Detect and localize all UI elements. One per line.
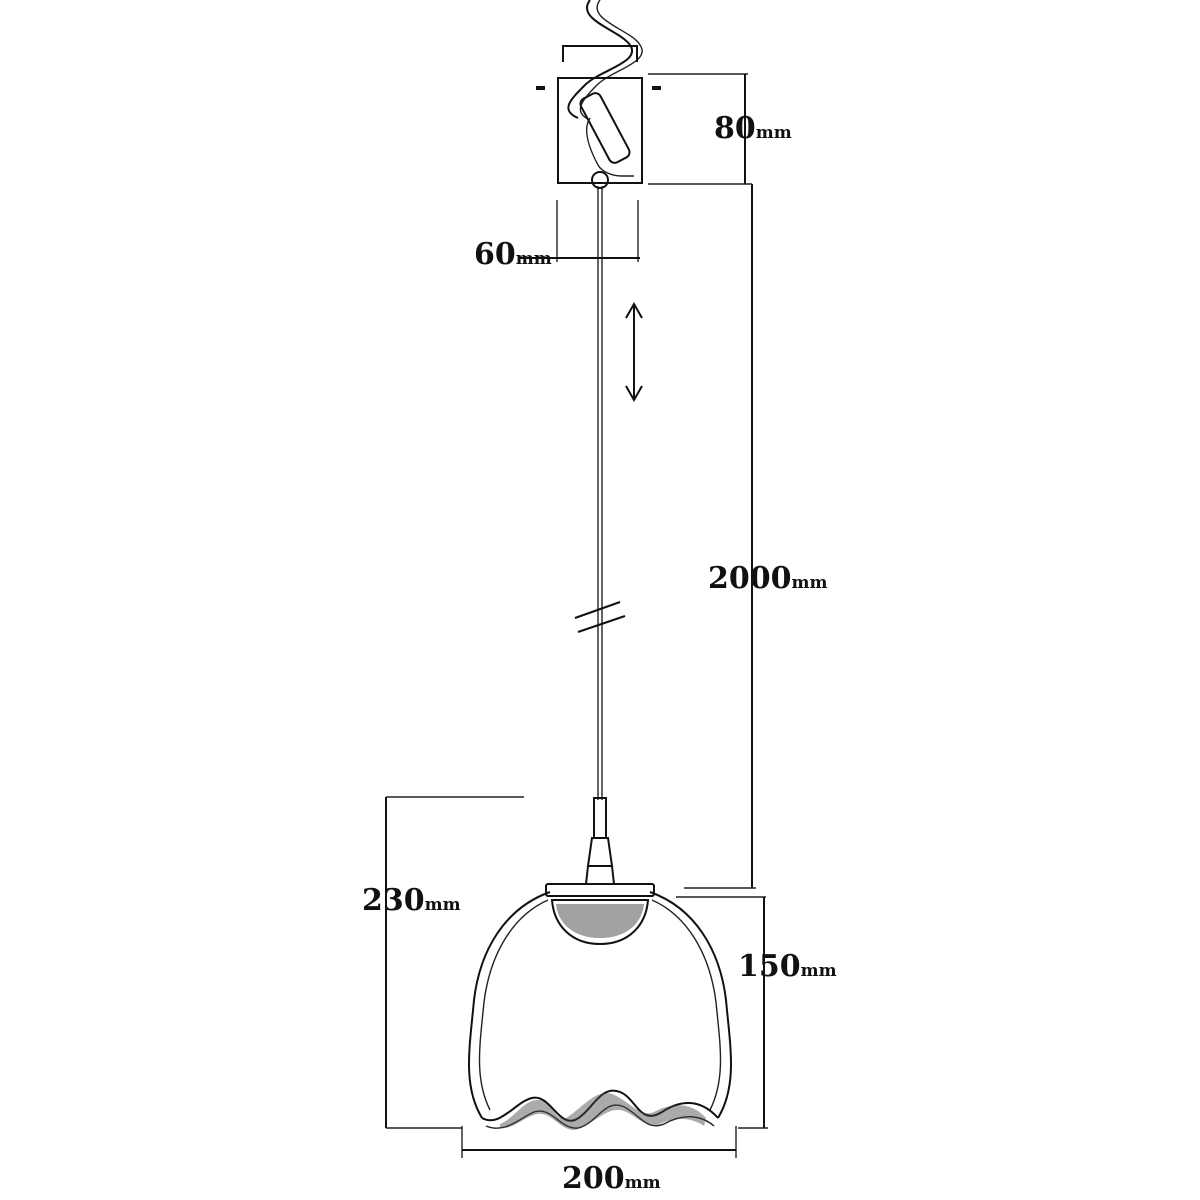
terminal-block (579, 92, 634, 177)
dim-line-total-height (385, 796, 524, 1129)
dim-line-cable-length (684, 184, 756, 889)
glass-shade (468, 891, 732, 1119)
dim-label-cable-length: 2000mm (708, 561, 827, 596)
crystal-wave-rim (481, 1089, 719, 1130)
dim-line-canopy-height (648, 73, 752, 185)
shade-top-plate (545, 883, 655, 897)
mounting-bracket (562, 45, 638, 62)
cable-gland (591, 171, 609, 189)
dim-label-canopy-height: 80mm (714, 111, 792, 146)
supply-wire (567, 0, 634, 119)
screw-mark-left (536, 86, 545, 90)
dim-label-shade-diameter: 200mm (562, 1161, 661, 1196)
dim-label-total-height: 230mm (362, 883, 461, 918)
dim-line-shade-diameter (461, 1126, 737, 1158)
height-adjust-arrow (625, 301, 643, 403)
led-diffuser (550, 899, 650, 946)
dim-line-canopy-width (520, 200, 640, 262)
screw-mark-right (652, 86, 661, 90)
supply-wire-outline (579, 0, 643, 121)
cable-break-mark (574, 601, 626, 633)
ceiling-canopy (536, 77, 661, 189)
dim-line-shade-height (676, 896, 768, 1129)
dim-label-shade-height: 150mm (738, 949, 837, 984)
dim-label-canopy-width: 60mm (474, 237, 552, 272)
lamp-stem (584, 797, 616, 885)
